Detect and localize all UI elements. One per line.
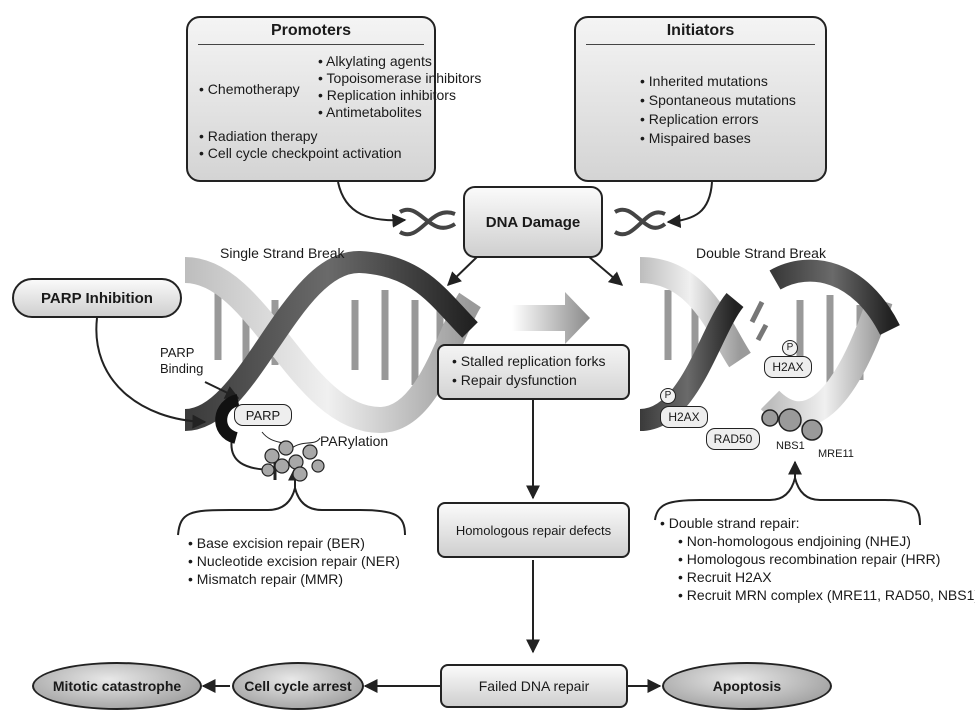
progression-arrow	[512, 292, 590, 344]
initiators-box: Initiators	[574, 16, 827, 182]
dsb-repair-heading: • Double strand repair:	[660, 515, 800, 531]
parylation-chain	[261, 431, 325, 482]
homologous-defects-box: Homologous repair defects	[437, 502, 630, 558]
ssb-repair-item: • Mismatch repair (MMR)	[188, 571, 344, 587]
initiators-title: Initiators	[586, 22, 815, 45]
parp-binding-label: Binding	[160, 361, 204, 376]
ssb-repair-item: • Base excision repair (BER)	[188, 535, 365, 551]
phospho-marker: P	[782, 340, 798, 356]
parp-binding-label: PARP	[160, 345, 195, 360]
parylation-label: PARylation	[320, 433, 389, 449]
promoter-item: • Radiation therapy	[199, 128, 318, 144]
dsb-repair-item: • Recruit H2AX	[678, 569, 772, 585]
nbs1-label: NBS1	[776, 440, 805, 452]
apoptosis-oval: Apoptosis	[662, 662, 832, 710]
chemotherapy-label: • Chemotherapy	[199, 81, 300, 97]
parp-inhibition-box: PARP Inhibition	[12, 278, 182, 318]
mrn-complex	[761, 408, 823, 441]
dsb-repair-item: • Homologous recombination repair (HRR)	[678, 551, 941, 567]
initiator-item: • Mispaired bases	[640, 130, 751, 146]
stalled-item: • Stalled replication forks	[452, 353, 606, 369]
mitotic-catastrophe-oval: Mitotic catastrophe	[32, 662, 202, 710]
promoters-box: Promoters	[186, 16, 436, 182]
chemo-item: • Topoisomerase inhibitors	[318, 70, 482, 86]
ssb-repair-item: • Nucleotide excision repair (NER)	[188, 553, 400, 569]
dna-damage-box: DNA Damage	[463, 186, 603, 258]
failed-repair-box: Failed DNA repair	[440, 664, 628, 708]
small-helix-right	[613, 207, 667, 237]
dsb-repair-item: • Recruit MRN complex (MRE11, RAD50, NBS…	[678, 587, 975, 603]
chemo-item: • Replication inhibitors	[318, 87, 456, 103]
h2ax-protein-upper: H2AX	[764, 356, 812, 378]
small-helix-left	[398, 207, 457, 237]
mre11-label: MRE11	[818, 448, 854, 460]
stalled-item: • Repair dysfunction	[452, 372, 577, 388]
phospho-marker: P	[660, 388, 676, 404]
h2ax-protein-lower: H2AX	[660, 406, 708, 428]
parp-clamp	[215, 394, 240, 444]
initiator-item: • Spontaneous mutations	[640, 92, 796, 108]
single-strand-break-label: Single Strand Break	[220, 245, 345, 261]
promoters-title: Promoters	[198, 22, 424, 45]
chemo-item: • Antimetabolites	[318, 104, 422, 120]
stalled-forks-box	[437, 344, 630, 400]
parp-protein: PARP	[234, 404, 292, 426]
initiator-item: • Inherited mutations	[640, 73, 768, 89]
initiator-item: • Replication errors	[640, 111, 759, 127]
ssb-helix	[183, 250, 482, 434]
cell-cycle-arrest-oval: Cell cycle arrest	[232, 662, 364, 710]
double-strand-break-label: Double Strand Break	[696, 245, 826, 261]
dsb-helix	[638, 257, 900, 431]
rad50-protein: RAD50	[706, 428, 760, 450]
chemo-item: • Alkylating agents	[318, 53, 432, 69]
promoter-item: • Cell cycle checkpoint activation	[199, 145, 402, 161]
dsb-repair-item: • Non-homologous endjoining (NHEJ)	[678, 533, 911, 549]
